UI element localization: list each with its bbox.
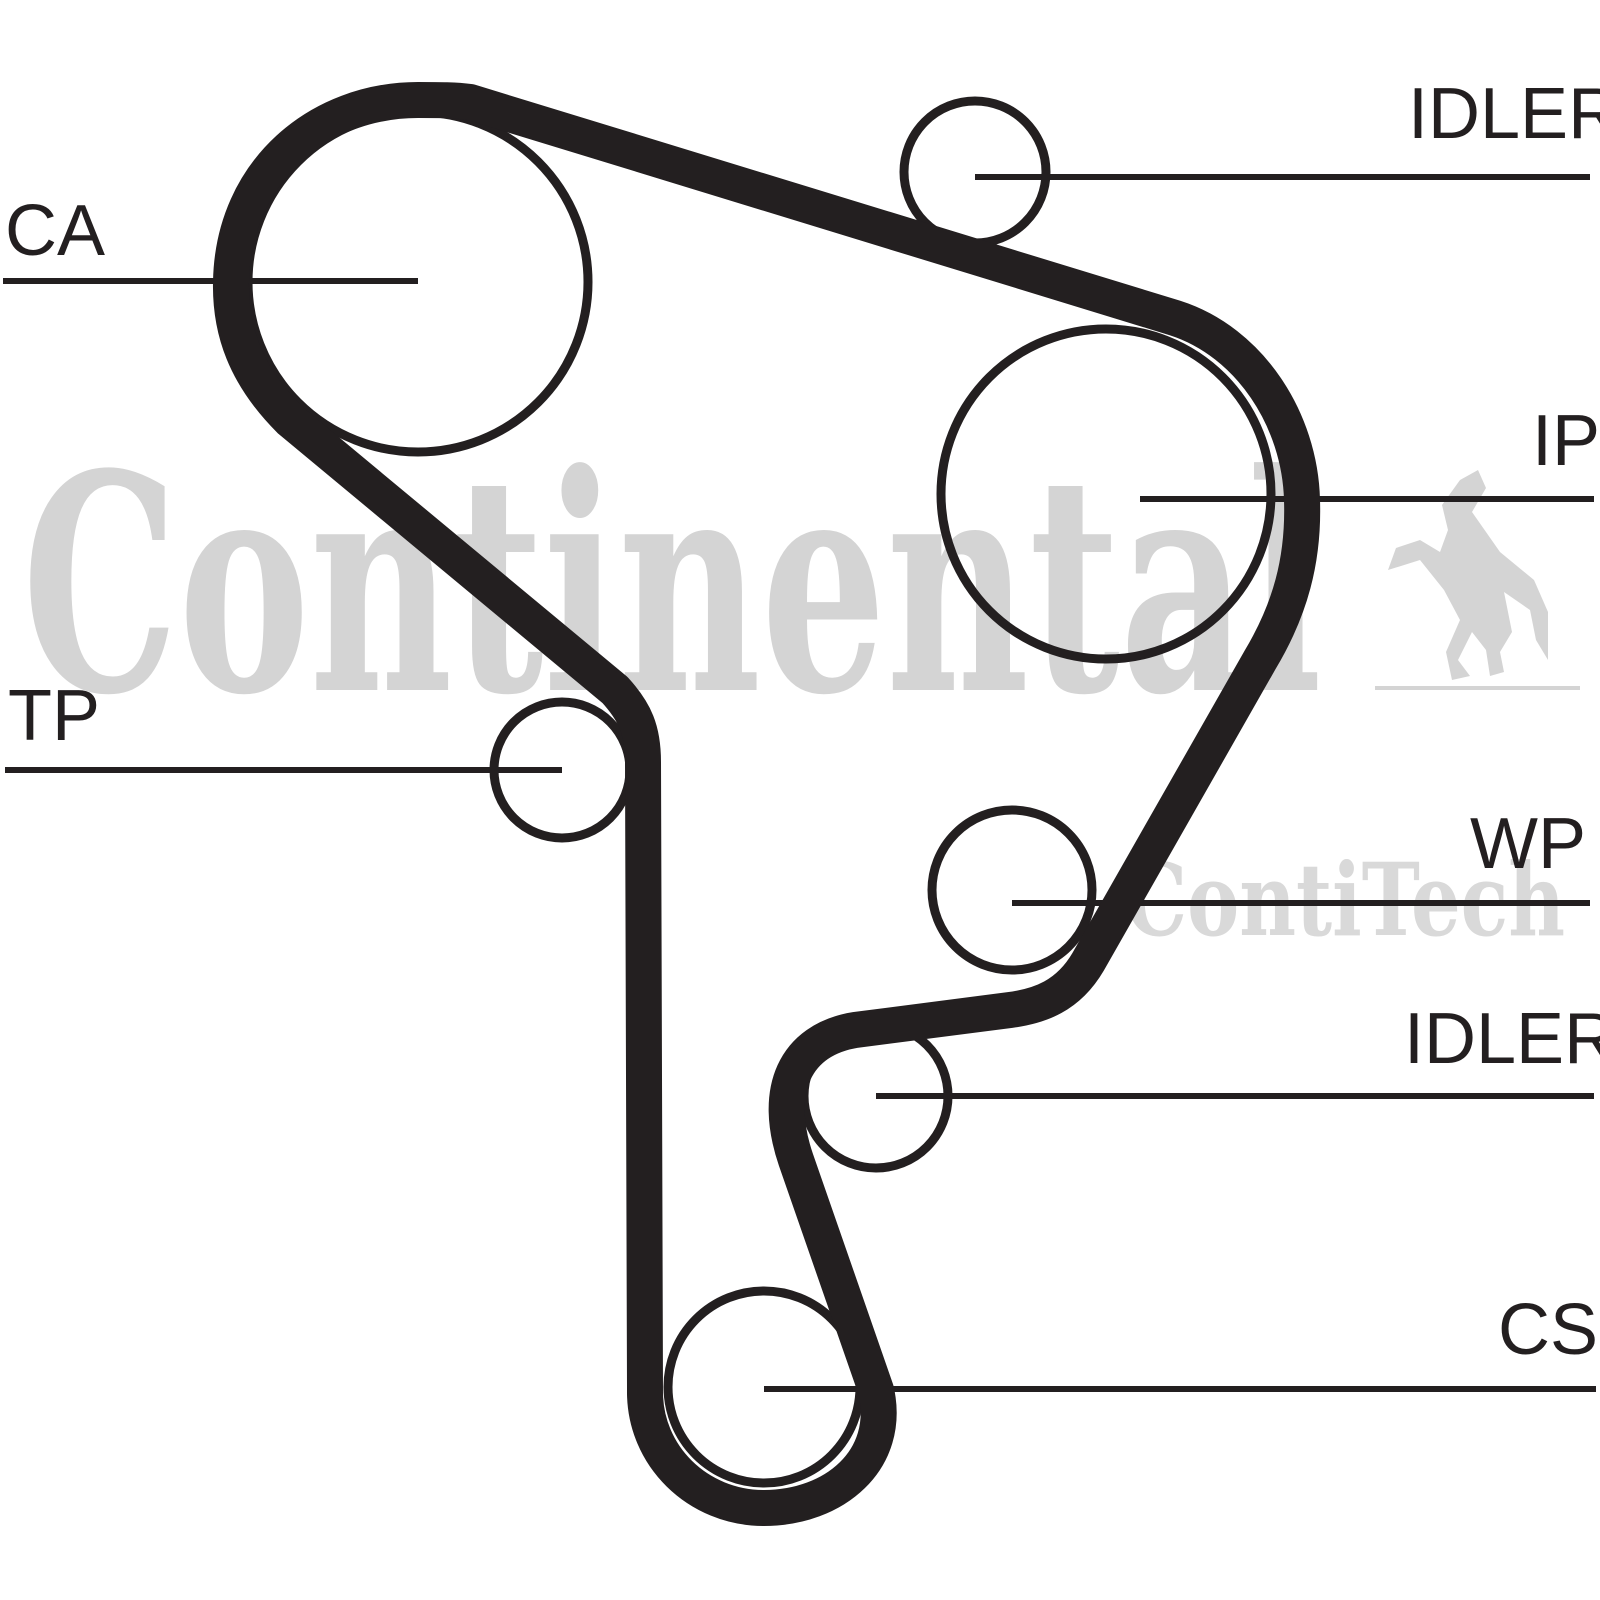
- label-idler-top: IDLER: [1408, 74, 1600, 154]
- label-cs: CS: [1498, 1290, 1598, 1370]
- label-wp: WP: [1470, 804, 1586, 884]
- injection-pump-pulley: [936, 324, 1276, 664]
- watermark: Continental ContiTech: [22, 408, 1580, 959]
- idler-pulley-top: [899, 96, 1051, 248]
- label-ca: CA: [5, 191, 105, 271]
- label-ip: IP: [1532, 401, 1600, 481]
- watermark-brand-text: Continental: [22, 408, 1322, 761]
- label-tp: TP: [8, 676, 100, 756]
- labels: CA IDLER IP TP WP IDLER CS: [5, 74, 1600, 1370]
- rearing-horse-icon: [1388, 470, 1548, 680]
- timing-belt: [212, 82, 1321, 1526]
- label-idler-bottom: IDLER: [1404, 999, 1600, 1079]
- water-pump-pulley: [927, 805, 1097, 975]
